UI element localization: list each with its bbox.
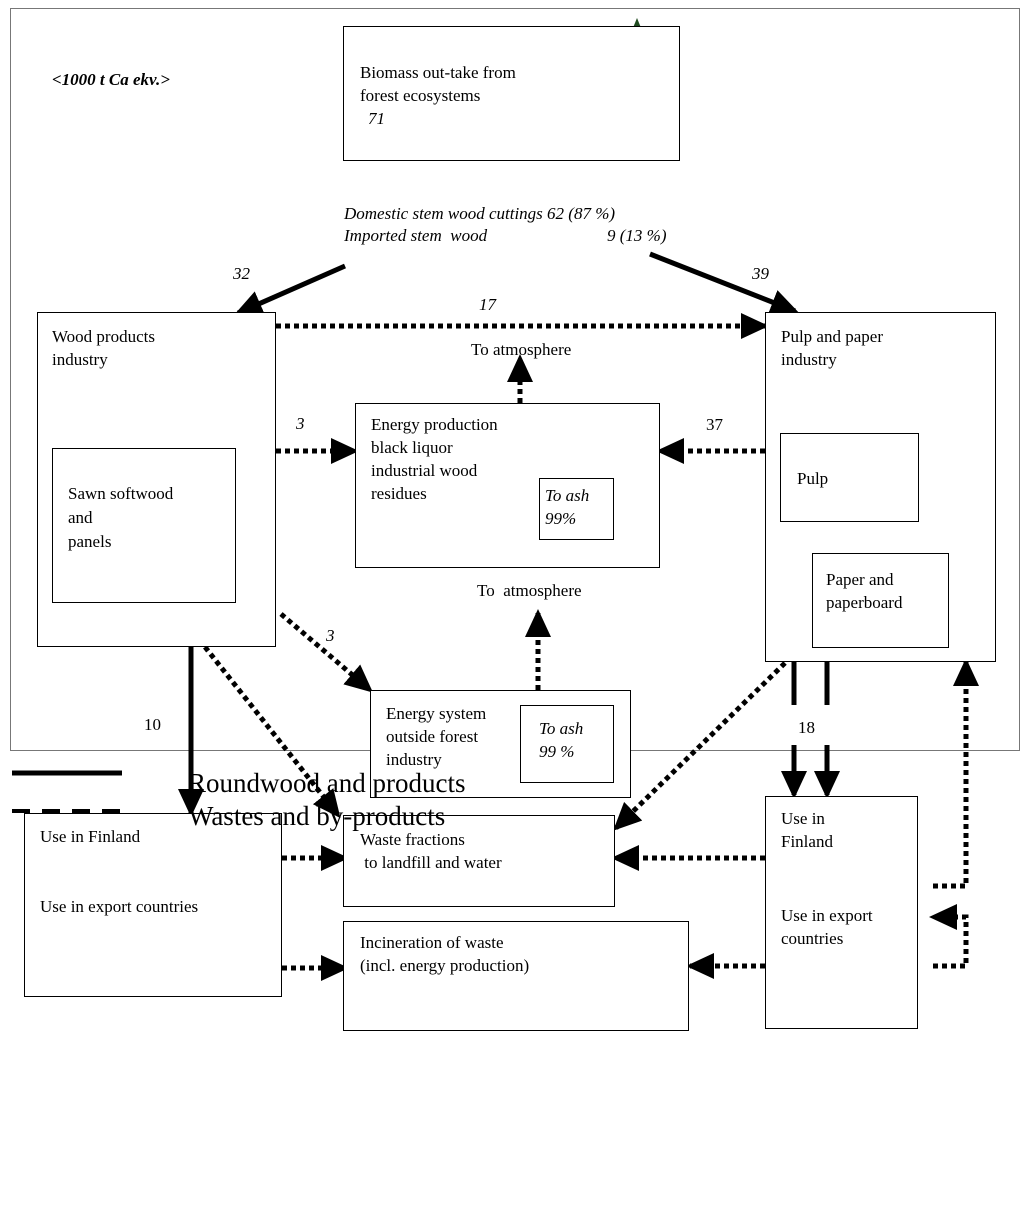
energy-system-line1: Energy system xyxy=(386,704,487,723)
imported-label: Imported stem wood xyxy=(344,226,488,245)
waste-line1: Waste fractions xyxy=(360,830,465,849)
imported-value: 9 (13 %) xyxy=(607,226,667,245)
use-right-line1: Use in xyxy=(781,809,825,828)
energy-production-line3: industrial wood xyxy=(371,461,478,480)
flow-17: 17 xyxy=(479,295,496,314)
flow-32: 32 xyxy=(233,264,250,283)
arrow-recycle-loop xyxy=(929,904,969,969)
incineration-box xyxy=(343,921,689,1031)
arrow-recycle-to-pulp xyxy=(933,658,979,889)
use-left-line2: Use in export countries xyxy=(40,897,199,916)
energy-system-line3: industry xyxy=(386,750,442,769)
waste-line2: to landfill and water xyxy=(360,853,502,872)
sawn-box xyxy=(52,448,236,603)
use-right-line4: countries xyxy=(781,929,844,948)
sawn-line3: panels xyxy=(68,532,112,551)
energy-production-line1: Energy production xyxy=(371,415,498,434)
flow-18: 18 xyxy=(798,718,815,737)
sawn-line2: and xyxy=(68,508,93,527)
source-box xyxy=(343,26,680,161)
use-left-line1: Use in Finland xyxy=(40,827,141,846)
pulp-label: Pulp xyxy=(797,469,829,488)
legend-solid-label: Roundwood and products xyxy=(188,768,466,798)
energy-production-ash-line1: To ash xyxy=(545,486,590,505)
energy-system-ash-box xyxy=(520,705,614,783)
sawn-line1: Sawn softwood xyxy=(68,484,174,503)
paper-line1: Paper and xyxy=(826,570,894,589)
source-line1: Biomass out-take from xyxy=(360,63,516,82)
energy-system-ash-line1: To ash xyxy=(539,719,584,738)
energy-production-ash-box xyxy=(539,478,614,540)
flow-3-system: 3 xyxy=(326,626,335,645)
flow-37: 37 xyxy=(706,415,723,434)
energy-system-line2: outside forest xyxy=(386,727,479,746)
pulp-paper-line2: industry xyxy=(781,350,837,369)
energy-production-ash-line2: 99% xyxy=(545,509,577,528)
paper-box xyxy=(812,553,949,648)
incineration-line1: Incineration of waste xyxy=(360,933,504,952)
energy-system-ash-line2: 99 % xyxy=(539,742,575,761)
use-right-line3: Use in export xyxy=(781,906,873,925)
use-left-box xyxy=(24,813,282,997)
wood-products-line2: industry xyxy=(52,350,108,369)
paper-line2: paperboard xyxy=(826,593,903,612)
legend-dashed-label: Wastes and by-products xyxy=(188,801,446,831)
waste-box xyxy=(343,815,615,907)
arrow-pulp-to-waste xyxy=(613,661,787,831)
arrow-wood-to-energy-system xyxy=(279,612,374,693)
energy-production-line2: black liquor xyxy=(371,438,453,457)
source-line2: forest ecosystems xyxy=(360,86,481,105)
domestic-cuttings: Domestic stem wood cuttings 62 (87 %) xyxy=(344,204,616,223)
flow-3-energy: 3 xyxy=(296,414,305,433)
arrow-forest-to-pulp xyxy=(649,251,799,315)
wood-products-line1: Wood products xyxy=(52,327,155,346)
atmosphere-top: To atmosphere xyxy=(471,340,572,359)
incineration-line2: (incl. energy production) xyxy=(360,956,530,975)
energy-production-line4: residues xyxy=(371,484,427,503)
use-right-box xyxy=(765,796,918,1029)
flow-39: 39 xyxy=(752,264,769,283)
use-right-line2: Finland xyxy=(781,832,833,851)
flow-10: 10 xyxy=(144,715,161,734)
atmosphere-mid: To atmosphere xyxy=(477,581,582,600)
source-value: 71 xyxy=(368,109,385,128)
pulp-paper-line1: Pulp and paper xyxy=(781,327,883,346)
pulp-box xyxy=(780,433,919,522)
unit-label: <1000 t Ca ekv.> xyxy=(52,70,170,89)
arrow-forest-to-wood xyxy=(234,263,347,316)
